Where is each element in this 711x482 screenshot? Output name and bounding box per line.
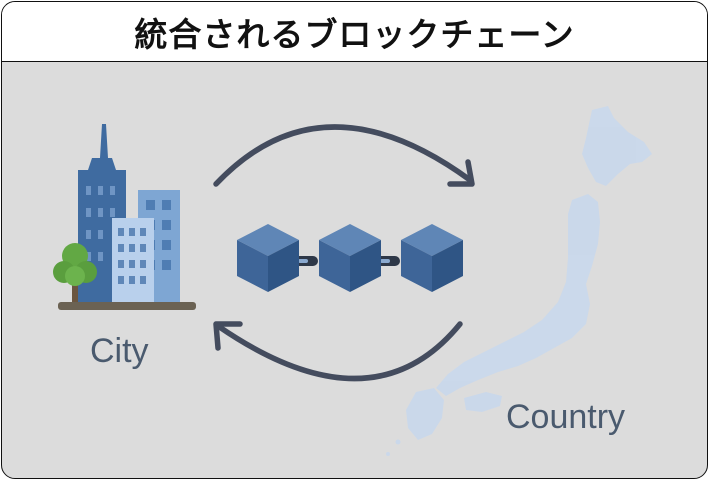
curved-arrow-right-icon: [213, 124, 475, 187]
curved-arrow-left-icon: [213, 321, 463, 382]
block-cube-1: [237, 224, 299, 292]
blockchain-cubes-icon: [237, 224, 463, 292]
diagram-stage: City Country: [2, 62, 707, 478]
block-cube-3: [401, 224, 463, 292]
japan-map-icon: [386, 106, 652, 456]
title-bar: 統合されるブロックチェーン: [2, 2, 707, 62]
city-buildings-icon: [53, 124, 196, 310]
country-label: Country: [506, 398, 626, 436]
diagram-title: 統合されるブロックチェーン: [134, 14, 575, 54]
block-cube-2: [319, 224, 381, 292]
diagram-canvas: [53, 106, 652, 456]
city-label: City: [90, 332, 149, 370]
